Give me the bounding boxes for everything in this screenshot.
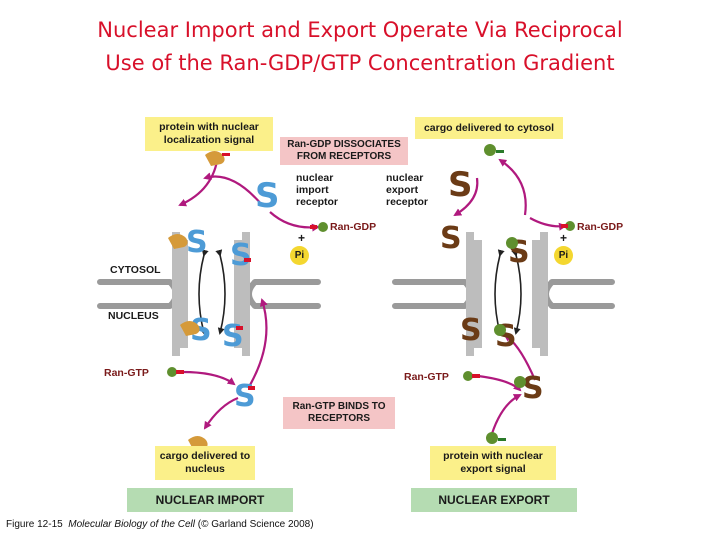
export-pore-left [466, 232, 482, 356]
import-ran-bound-icon [244, 258, 251, 262]
page-title: Nuclear Import and Export Operate Via Re… [0, 14, 720, 80]
import-cargo-icon [168, 234, 188, 249]
export-arrow-complex-exit [503, 333, 537, 381]
export-pi-badge: Pi [554, 246, 573, 265]
import-receptor-icon: S [222, 319, 244, 354]
import-receptor-icon: S [230, 238, 252, 273]
import-receptor-icon: S [255, 176, 280, 216]
import-bar: NUCLEAR IMPORT [127, 488, 293, 512]
import-ran-gdp-label: Ran-GDP [330, 221, 377, 233]
import-pi-badge: Pi [290, 246, 309, 265]
import-top-box-text: protein with nuclear localization signal [159, 121, 259, 146]
import-receptor-icon: S [234, 379, 256, 414]
import-dissociate-box: Ran-GDP DISSOCIATES FROM RECEPTORS [280, 137, 408, 165]
import-arrow-cargo-release [203, 396, 239, 430]
caption-suffix: (© Garland Science 2008) [197, 519, 314, 530]
import-panel: S S S S S S [97, 151, 328, 451]
export-receptor-icon: S [460, 313, 482, 348]
import-ran-gdp-icon [318, 222, 328, 232]
export-cargo-icon [506, 237, 518, 249]
caption-prefix: Figure 12-15 [6, 519, 63, 530]
import-envelope-right [252, 279, 321, 309]
import-ran-gtp-tag-icon [176, 370, 184, 374]
export-panel: S S S S S S [392, 144, 615, 444]
import-receptor-icon: S [186, 225, 208, 260]
import-ran-gtp-icon [167, 367, 177, 377]
import-top-box: protein with nuclear localization signal [145, 117, 273, 151]
import-pore-arrow-right [215, 249, 226, 335]
import-receptor-icon: S [190, 313, 212, 348]
import-plus-sign: + [298, 231, 306, 245]
export-cargo-icon [486, 432, 498, 444]
import-ran-gdp-tag-icon [310, 225, 317, 229]
import-binds-box: Ran-GTP BINDS TO RECEPTORS [283, 397, 395, 429]
export-pore-arrow-right [511, 249, 522, 335]
export-bar-text: NUCLEAR EXPORT [438, 493, 550, 507]
figure-caption: Figure 12-15 Molecular Biology of the Ce… [6, 519, 314, 530]
import-dissociate-box-text: Ran-GDP DISSOCIATES FROM RECEPTORS [287, 139, 401, 162]
export-arrow-rangdp [529, 217, 567, 231]
export-cargo-box-text: protein with nuclear export signal [443, 450, 543, 475]
import-arrow-receptor-exit [249, 298, 268, 386]
export-receptor-icon: S [495, 319, 517, 354]
import-ran-bound-icon [248, 386, 255, 390]
export-ran-gdp-label: Ran-GDP [577, 221, 624, 233]
export-cargo-icon [484, 144, 496, 156]
export-top-box-text: cargo delivered to cytosol [423, 121, 555, 134]
export-bar: NUCLEAR EXPORT [411, 488, 577, 512]
export-nes-tag-icon [498, 438, 506, 441]
import-cargo-icon [205, 151, 225, 166]
export-receptor-label: nuclear export receptor [386, 172, 429, 208]
export-nes-tag-icon [496, 150, 504, 153]
export-receptor-icon: S [522, 371, 544, 406]
import-nls-tag-icon [222, 153, 230, 156]
export-top-box: cargo delivered to cytosol [415, 117, 563, 139]
export-pore-right [532, 232, 548, 356]
import-bar-text: NUCLEAR IMPORT [155, 493, 265, 507]
import-arrow-receptor-recycle [203, 172, 263, 206]
export-ran-gdp-icon [565, 221, 575, 231]
title-line-1: Nuclear Import and Export Operate Via Re… [97, 18, 623, 42]
import-cargo-box: cargo delivered to nucleus [155, 446, 255, 480]
export-ran-gtp-icon [463, 371, 473, 381]
import-ran-bound-icon [236, 326, 243, 330]
export-cargo-icon [494, 324, 506, 336]
export-envelope-left [392, 279, 468, 309]
import-cargo-box-text: cargo delivered to nucleus [159, 450, 251, 475]
import-pore-left [172, 232, 188, 356]
import-receptor-label: nuclear import receptor [296, 172, 339, 208]
import-nucleus-label: NUCLEUS [108, 310, 159, 322]
export-arrow-cargo-release [498, 158, 527, 216]
import-envelope-left [97, 279, 173, 309]
export-cargo-box: protein with nuclear export signal [430, 446, 556, 480]
import-cargo-icon [180, 321, 200, 336]
import-arrow-rangtp [181, 370, 236, 386]
export-cargo-icon [514, 376, 526, 388]
import-binds-box-text: Ran-GTP BINDS TO RECEPTORS [292, 401, 386, 424]
import-cytosol-label: CYTOSOL [110, 264, 161, 276]
import-ran-gtp-label: Ran-GTP [104, 367, 149, 379]
import-pore-arrow-left [198, 249, 209, 335]
title-line-2: Use of the Ran-GDP/GTP Concentration Gra… [105, 51, 615, 75]
export-ran-gtp-label: Ran-GTP [404, 371, 449, 383]
export-arrow-rangtp [477, 374, 522, 392]
export-envelope-right [549, 279, 615, 309]
export-ran-gdp-tag-icon [561, 224, 568, 228]
export-receptor-icon: S [448, 165, 473, 205]
export-plus-sign: + [560, 231, 568, 245]
export-ran-gtp-tag-icon [472, 374, 480, 378]
caption-book-title: Molecular Biology of the Cell [68, 519, 195, 530]
export-receptor-icon: S [440, 221, 462, 256]
export-arrow-receptor-recycle [453, 177, 479, 217]
